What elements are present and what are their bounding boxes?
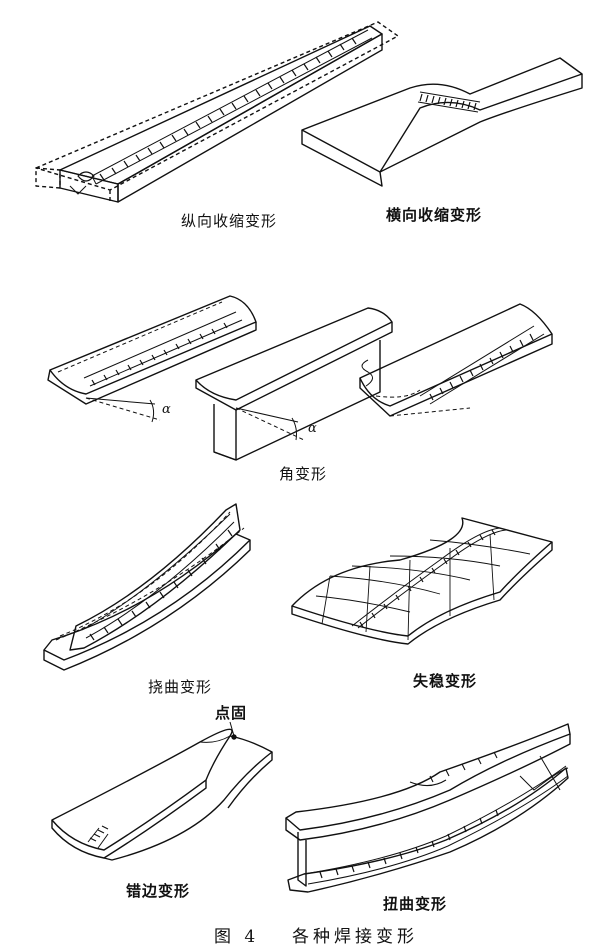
bending-deformation-figure	[43, 503, 251, 671]
label-bending-deformation: 挠曲变形	[148, 678, 213, 696]
label-tack-weld: 点固	[215, 704, 248, 722]
label-buckling-deformation: 失稳变形	[413, 672, 478, 690]
figure-number: 图 4	[214, 927, 260, 947]
label-transverse-shrinkage: 横向收缩变形	[386, 206, 483, 224]
transverse-shrinkage-figure	[301, 57, 583, 187]
label-misalignment-deformation: 错边变形	[126, 882, 191, 900]
buckling-deformation-figure	[291, 517, 553, 645]
label-longitudinal-shrinkage: 纵向收缩变形	[181, 212, 278, 230]
angular-deformation-tbeam-figure	[195, 307, 393, 461]
angular-deformation-butt-figure	[359, 303, 553, 417]
longitudinal-shrinkage-figure	[35, 21, 399, 204]
angular-deformation-plate-figure	[47, 295, 257, 423]
angle-symbol-alpha-1: α	[162, 402, 172, 417]
figure-caption: 图 4 各种焊接变形	[214, 922, 418, 947]
twisting-deformation-figure	[285, 723, 571, 893]
figure-title: 各种焊接变形	[292, 927, 419, 947]
label-angular-deformation: 角变形	[279, 465, 328, 483]
label-twisting-deformation: 扭曲变形	[383, 895, 448, 913]
angle-symbol-alpha-2: α	[308, 421, 318, 436]
misalignment-deformation-figure	[51, 721, 273, 861]
